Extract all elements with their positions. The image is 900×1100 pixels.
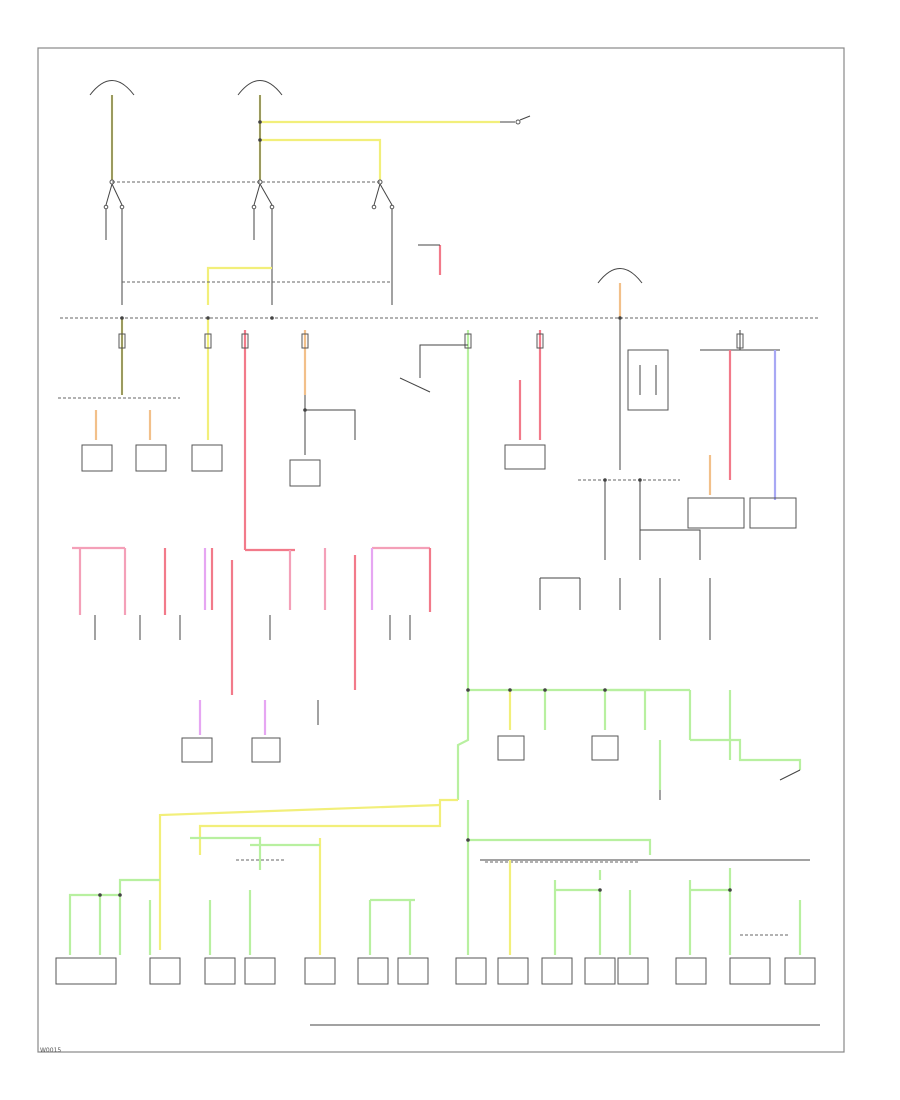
bottom-box-9 [497,957,529,985]
left-upper-components [58,344,797,560]
component-box-1 [81,444,113,472]
component-box-9 [251,737,281,763]
relay-box-1 [627,349,669,411]
component-box-10 [497,735,525,761]
bottom-box-6 [357,957,389,985]
middle-right-group [158,577,810,955]
power-source-right [597,268,643,284]
bottom-box-8 [455,957,487,985]
bottom-box-13 [675,957,707,985]
bottom-box-12 [617,957,649,985]
bottom-box-3 [204,957,236,985]
power-source-middle [237,80,283,96]
bottom-box-7 [397,957,429,985]
bottom-box-4 [244,957,276,985]
component-box-11 [591,735,619,761]
component-box-6 [687,497,745,529]
bottom-box-15 [784,957,816,985]
bottom-box-5 [304,957,336,985]
component-box-4 [289,459,321,487]
power-source-left [89,80,135,96]
component-box-2 [135,444,167,472]
bottom-component-row [55,957,816,985]
junction-dots [98,120,732,897]
bottom-box-1 [55,957,117,985]
bottom-box-10 [541,957,573,985]
middle-left-group [72,546,432,763]
bottom-group [55,836,820,1026]
component-box-3 [191,444,223,472]
fuse-drops [118,318,744,690]
bottom-box-2 [149,957,181,985]
component-box-8 [181,737,213,763]
top-power-sources [89,80,643,318]
bottom-box-11 [584,957,616,985]
component-box-5 [504,444,546,470]
component-box-7 [749,497,797,529]
ignition-switch-contacts [103,179,395,210]
footer-code: W0015 [40,1047,61,1054]
bottom-box-14 [729,957,771,985]
diagram-frame [37,47,845,1053]
